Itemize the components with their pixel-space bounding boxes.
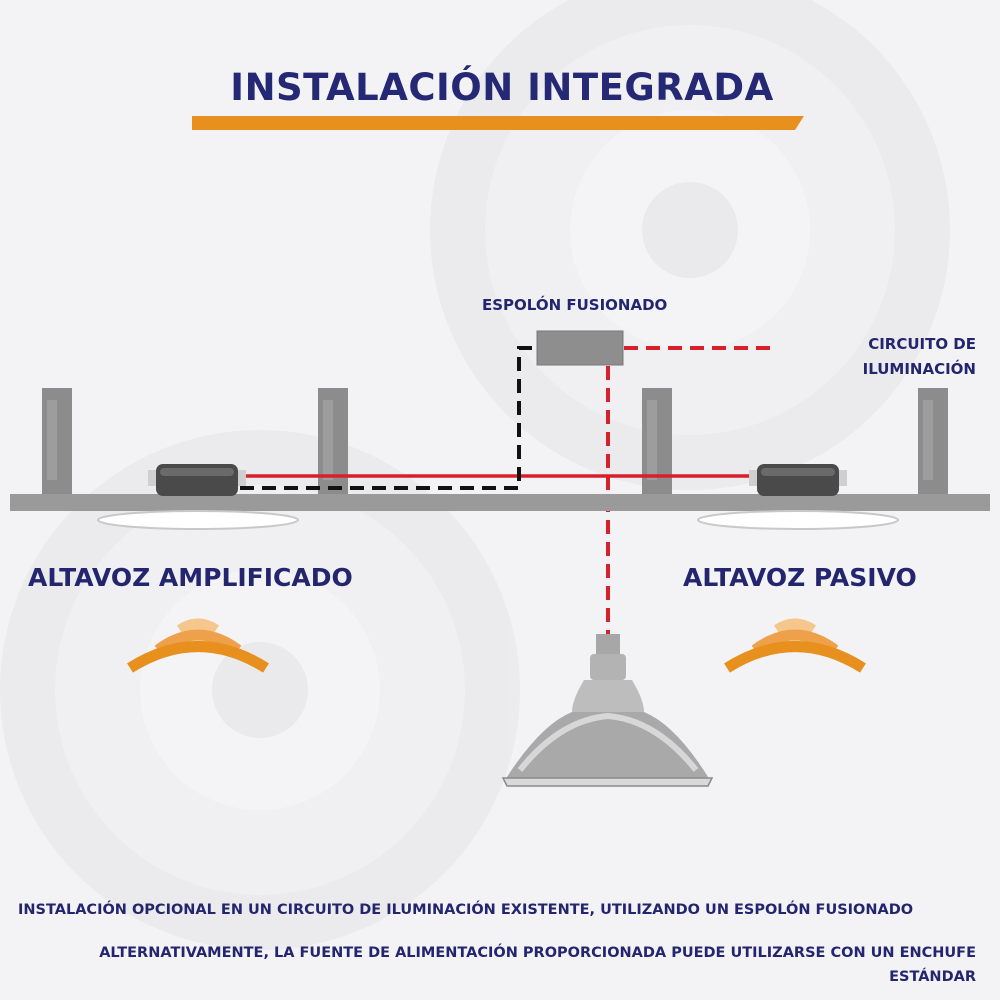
fused-spur-label: ESPOLÓN FUSIONADO: [482, 296, 668, 314]
amplified-speaker-label: ALTAVOZ AMPLIFICADO: [28, 563, 353, 592]
lighting-circuit-label: CIRCUITO DE ILUMINACIÓN: [863, 332, 976, 382]
joist: [42, 388, 72, 496]
sound-wave-icon: [127, 618, 269, 673]
footer-note-secondary: ALTERNATIVAMENTE, LA FUENTE DE ALIMENTAC…: [99, 945, 976, 985]
speaker-watermark-bottom: [0, 430, 520, 950]
passive-speaker: [697, 464, 899, 530]
page-title: INSTALACIÓN INTEGRADA: [230, 66, 774, 109]
footer-note-primary: INSTALACIÓN OPCIONAL EN UN CIRCUITO DE I…: [18, 902, 914, 918]
passive-speaker-label: ALTAVOZ PASIVO: [683, 563, 917, 592]
title-underline: [192, 116, 804, 130]
lighting-circuit-label-line2: ILUMINACIÓN: [862, 360, 976, 378]
sound-wave-icon: [724, 618, 866, 673]
ceiling-board: [10, 494, 990, 511]
amplified-speaker: [97, 464, 299, 530]
pendant-lamp-icon: [501, 634, 714, 787]
joist: [318, 388, 348, 496]
fused-spur-box: [536, 330, 624, 366]
joist: [642, 388, 672, 496]
power-cable-black-dashed: [240, 346, 538, 490]
lighting-circuit-label-line1: CIRCUITO DE: [868, 335, 976, 353]
joist: [918, 388, 948, 496]
